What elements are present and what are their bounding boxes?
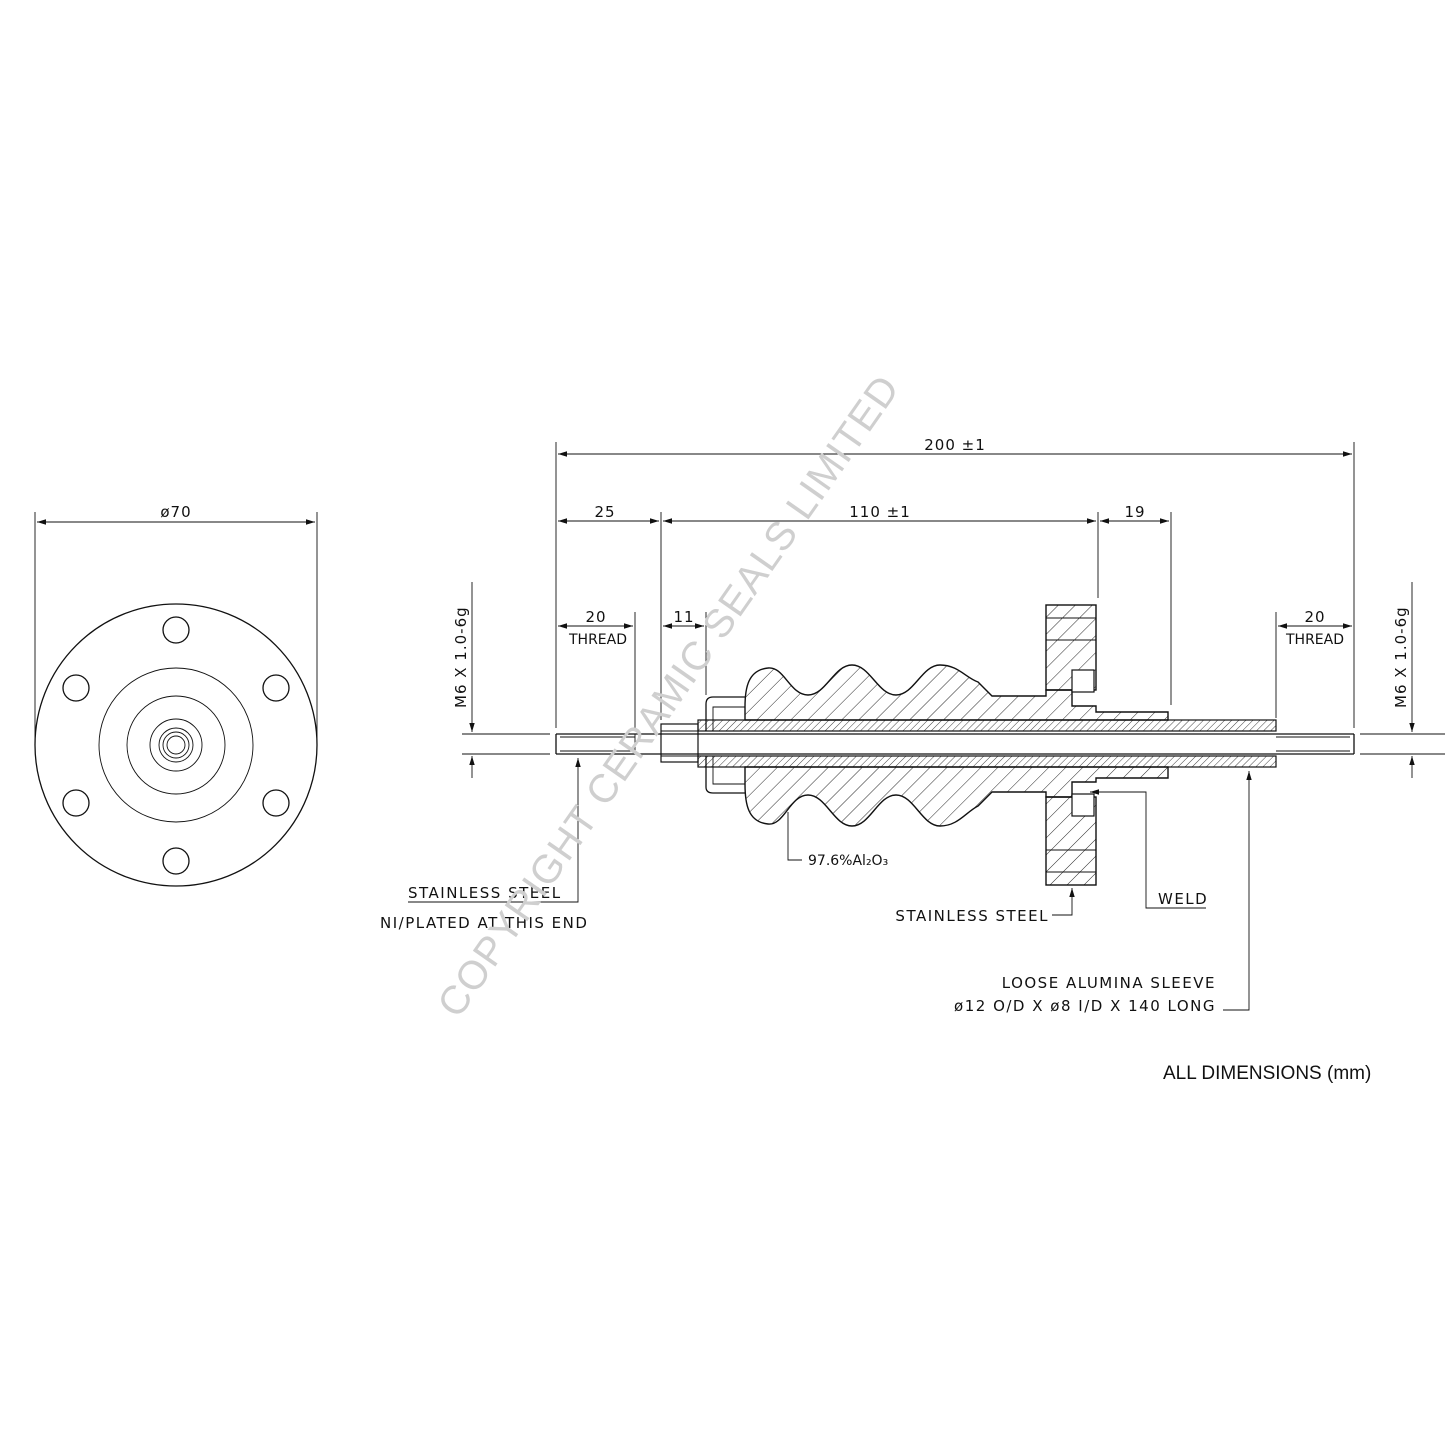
thread-word-left: THREAD bbox=[568, 632, 627, 648]
alumina-sleeve-lower bbox=[697, 755, 1277, 768]
end-cap-lower bbox=[705, 756, 745, 794]
ceramic-insulator-upper bbox=[744, 664, 1169, 721]
leader-ceramic bbox=[787, 812, 802, 861]
collar bbox=[660, 723, 699, 763]
dim-thread-right: 20 bbox=[1304, 608, 1325, 626]
callout-left-end-line1: STAINLESS STEEL bbox=[408, 884, 562, 902]
callout-sleeve-line1: LOOSE ALUMINA SLEEVE bbox=[1002, 974, 1216, 992]
bolt-hole bbox=[162, 847, 190, 875]
bolt-hole bbox=[62, 789, 90, 817]
leader-left-end bbox=[408, 758, 581, 903]
rod-inner-circle bbox=[166, 735, 186, 755]
dim-thread-left: 20 bbox=[585, 608, 606, 626]
material-ceramic: 97.6%Al₂O₃ bbox=[808, 853, 888, 869]
leader-sleeve bbox=[1223, 771, 1252, 1011]
dim-overall: 200 ±1 bbox=[924, 436, 986, 454]
dim-collar: 11 bbox=[673, 608, 694, 626]
alumina-sleeve-upper bbox=[697, 719, 1277, 732]
dim-diameter: ø70 bbox=[160, 503, 191, 521]
callout-weld: WELD bbox=[1158, 890, 1208, 908]
leader-weld bbox=[1090, 789, 1206, 909]
end-cap-inner-lower bbox=[712, 756, 745, 785]
dim-insulator: 110 ±1 bbox=[849, 503, 911, 521]
bolt-hole bbox=[62, 674, 90, 702]
rod-outer-circle bbox=[162, 731, 190, 759]
insulator-circle bbox=[126, 695, 226, 795]
bolt-hole bbox=[162, 616, 190, 644]
end-cap-inner-upper bbox=[712, 706, 745, 731]
side-view: 200 ±1 25 110 ±1 19 20 THREAD 11 20 THRE… bbox=[380, 436, 1445, 1015]
sleeve-circle bbox=[158, 727, 194, 763]
thread-spec-left: M6 X 1.0-6g bbox=[452, 606, 470, 708]
dim-left-end: 25 bbox=[594, 503, 615, 521]
units-note: ALL DIMENSIONS (mm) bbox=[1163, 1063, 1372, 1084]
ceramic-insulator-lower bbox=[744, 766, 1169, 827]
callout-left-end-line2: NI/PLATED AT THIS END bbox=[380, 914, 588, 932]
callout-flange-material: STAINLESS STEEL bbox=[895, 907, 1049, 925]
weld-collar-lower bbox=[1071, 793, 1095, 817]
bolt-hole bbox=[262, 674, 290, 702]
weld-collar-upper bbox=[1071, 669, 1095, 693]
dim-right-end: 19 bbox=[1124, 503, 1145, 521]
thread-word-right: THREAD bbox=[1285, 632, 1344, 648]
end-view: ø70 bbox=[34, 503, 318, 887]
bolt-hole bbox=[262, 789, 290, 817]
leader-flange bbox=[1052, 888, 1075, 916]
end-cap-upper bbox=[705, 696, 745, 731]
flange-inner-circle bbox=[98, 667, 254, 823]
thread-spec-right: M6 X 1.0-6g bbox=[1392, 606, 1410, 708]
collar-circle bbox=[149, 718, 203, 772]
callout-sleeve-line2: ø12 O/D X ø8 I/D X 140 LONG bbox=[954, 997, 1216, 1015]
flange-outer-circle bbox=[34, 603, 318, 887]
